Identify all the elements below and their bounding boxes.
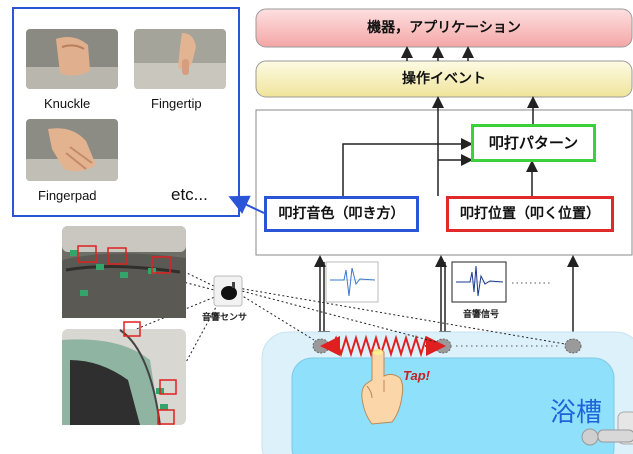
fingerpad-photo <box>26 119 118 181</box>
devices-box <box>255 8 633 48</box>
fingertip-label: Fingertip <box>151 96 202 111</box>
pattern-box: 叩打パターン <box>471 124 596 162</box>
acoustic-sensor-label: 音響センサ <box>202 313 248 323</box>
timbre-box: 叩打音色（叩き方） <box>264 196 419 232</box>
pattern-label: 叩打パターン <box>488 134 579 152</box>
faucet-icon <box>581 411 633 446</box>
fingertip-photo <box>134 29 226 89</box>
bathtub-label: 浴槽 <box>550 398 603 428</box>
installation-photo-1 <box>62 226 186 318</box>
tap-label: Tap! <box>403 368 430 383</box>
installation-photo-2 <box>62 321 186 426</box>
timbre-label: 叩打音色（叩き方） <box>278 206 405 222</box>
etc-label: etc... <box>171 185 208 204</box>
tub-sensor-1 <box>312 338 330 354</box>
position-box: 叩打位置（叩く位置） <box>446 196 614 232</box>
tub-sensor-3 <box>564 338 582 354</box>
waveform-2 <box>451 261 507 303</box>
tub-sensor-2 <box>434 338 452 354</box>
devices-label: 機器，アプリケーション <box>367 20 521 36</box>
waveform-1 <box>325 261 379 303</box>
fingerpad-label: Fingerpad <box>38 188 97 203</box>
events-label: 操作イベント <box>402 71 486 87</box>
events-box <box>255 60 633 98</box>
arrow-timbre-to-gestures <box>228 195 265 214</box>
position-label: 叩打位置（叩く位置） <box>460 206 600 222</box>
knuckle-photo <box>26 29 118 89</box>
knuckle-label: Knuckle <box>44 96 91 111</box>
acoustic-signal-label: 音響信号 <box>463 310 500 320</box>
arrow-timbre-to-pattern <box>342 138 473 196</box>
gesture-panel: Knuckle Fingertip Fingerpad etc... <box>12 7 240 217</box>
tapping-hand-icon <box>361 349 404 425</box>
acoustic-sensor-icon <box>213 275 243 307</box>
